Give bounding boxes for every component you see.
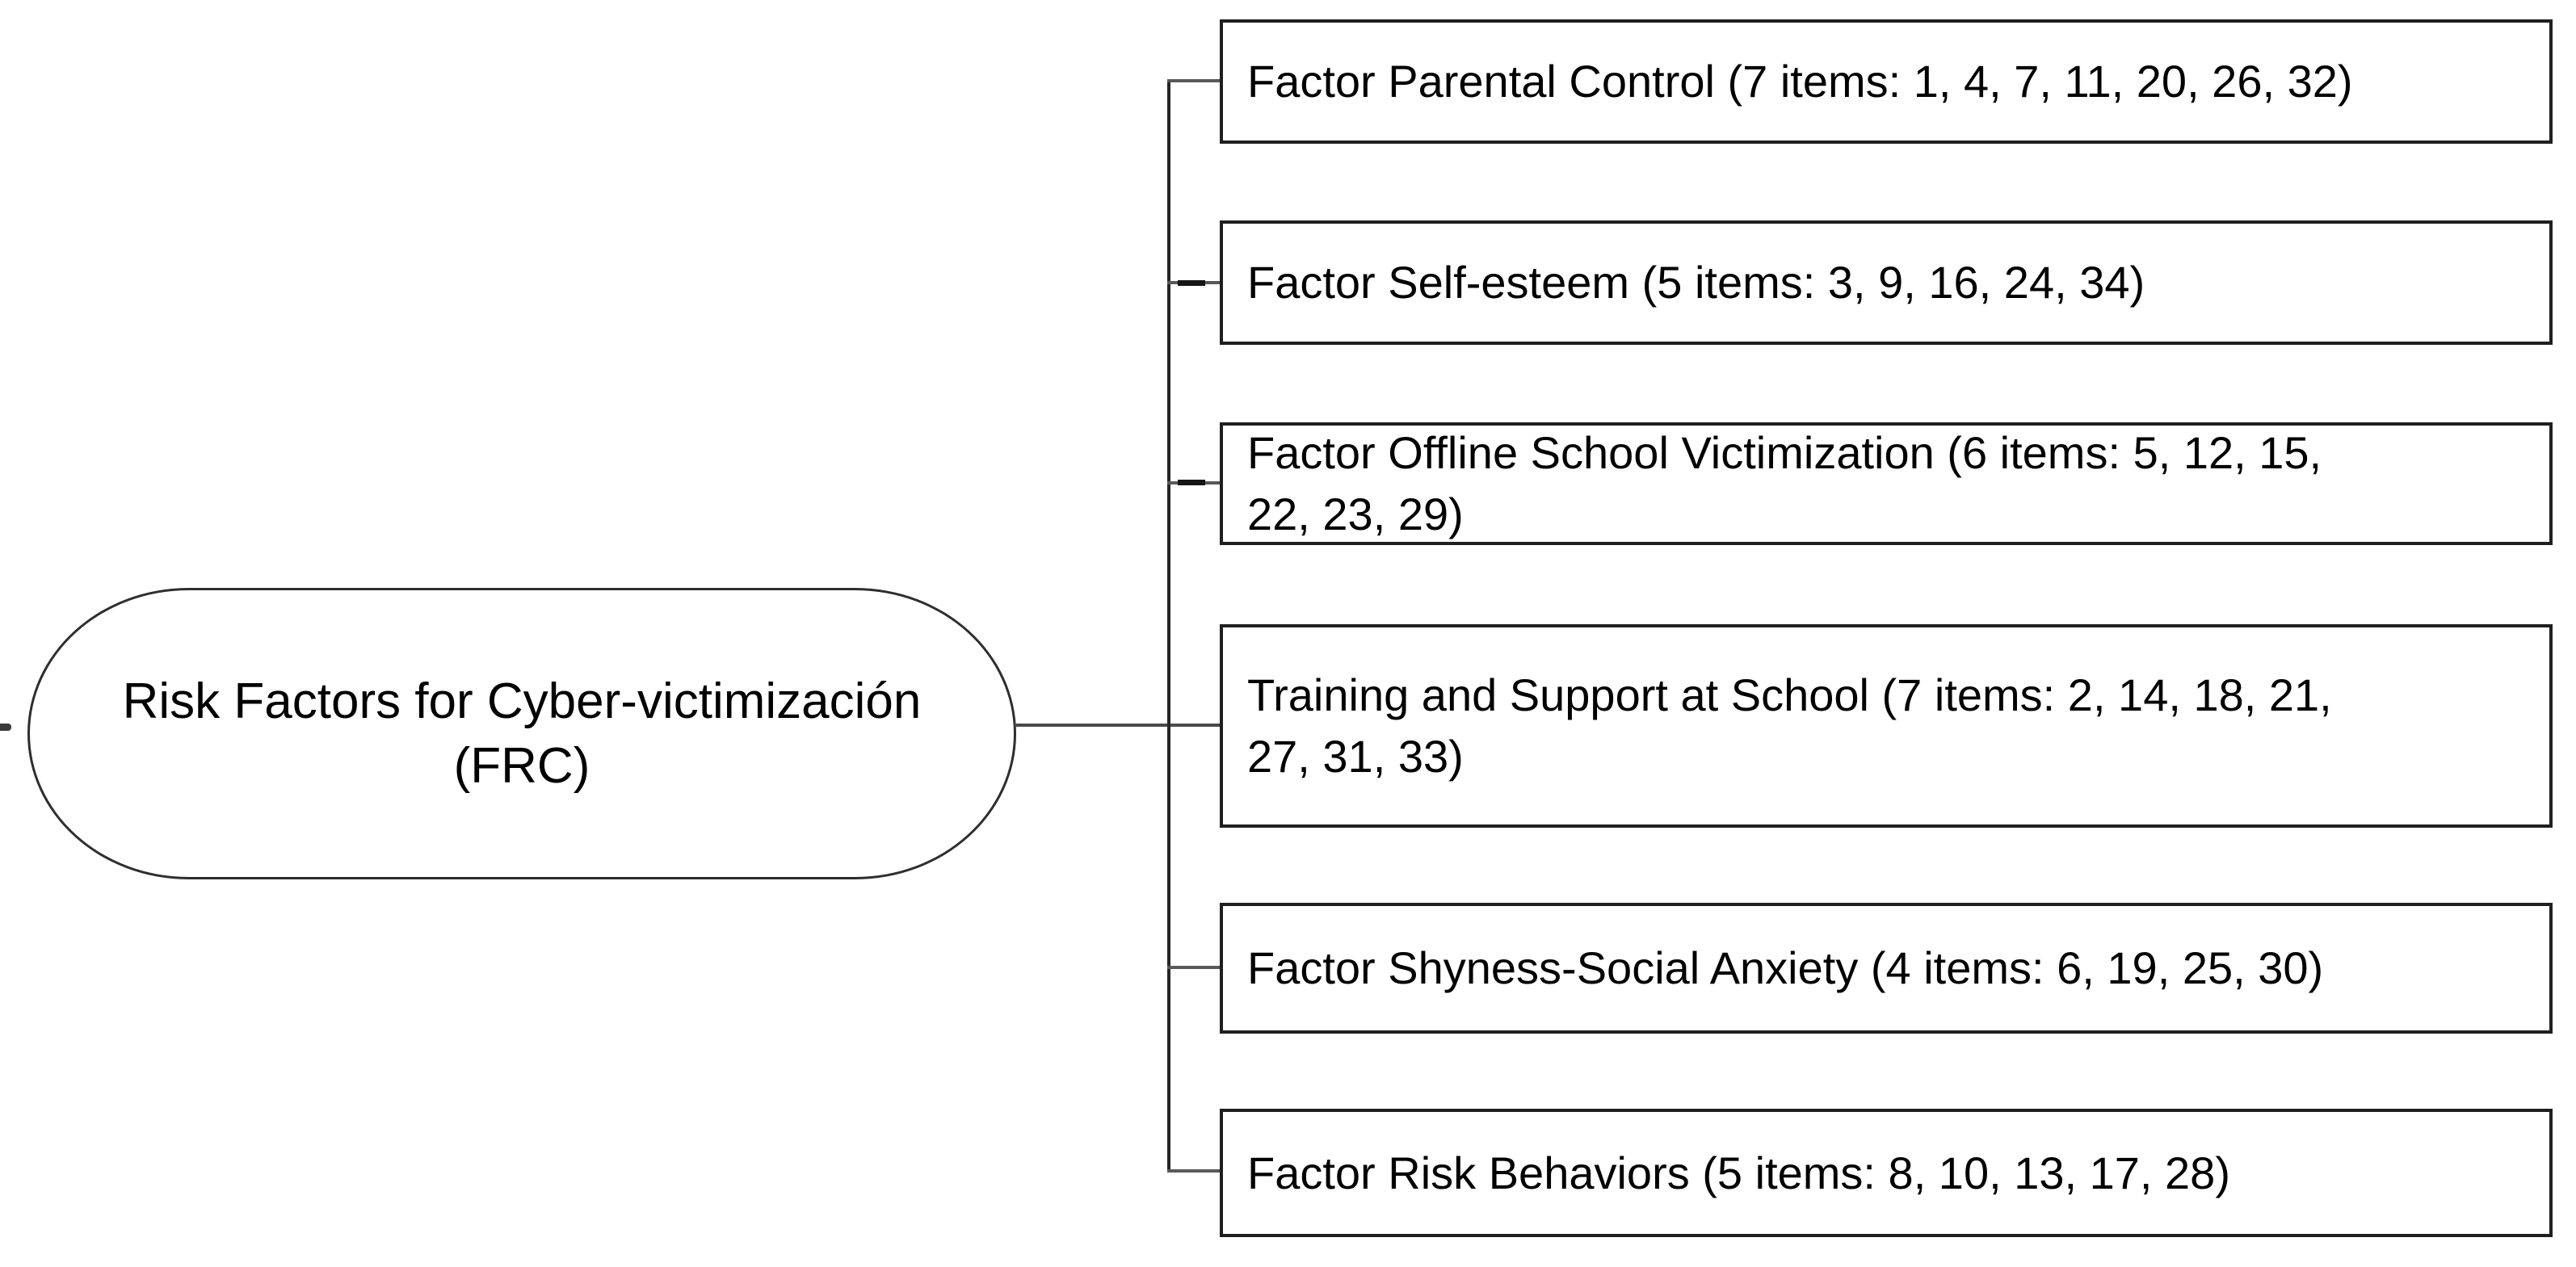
- root-node-label-line2: (FRC): [453, 737, 590, 794]
- factor-box-label-line2: 22, 23, 29): [1247, 489, 1464, 539]
- factor-box-label-line1: Factor Risk Behaviors (5 items: 8, 10, 1…: [1247, 1147, 2230, 1198]
- connector-main-line: [1015, 724, 1221, 727]
- root-node-label-line1: Risk Factors for Cyber-victimización: [122, 673, 922, 729]
- factor-box-label-line1: Factor Shyness-Social Anxiety (4 items: …: [1247, 942, 2324, 993]
- factor-box-offline-school-victimization: Factor Offline School Victimization (6 i…: [1220, 422, 2553, 545]
- factor-box-training-support-school: Training and Support at School (7 items:…: [1220, 624, 2553, 828]
- connector-dash-offline-school-victimization: [1178, 480, 1205, 485]
- connector-dash-self-esteem: [1178, 280, 1205, 286]
- factor-box-self-esteem: Factor Self-esteem (5 items: 3, 9, 16, 2…: [1220, 220, 2553, 345]
- connector-spine: [1167, 79, 1170, 1173]
- factor-box-label-line1: Factor Parental Control (7 items: 1, 4, …: [1247, 56, 2353, 107]
- factor-box-parental-control: Factor Parental Control (7 items: 1, 4, …: [1220, 19, 2553, 144]
- factor-box-label-line1: Training and Support at School (7 items:…: [1247, 669, 2332, 720]
- connector-stub-shyness-social-anxiety: [1167, 966, 1221, 969]
- connector-stub-parental-control: [1167, 79, 1221, 82]
- root-node-frc: Risk Factors for Cyber-victimización (FR…: [27, 588, 1016, 879]
- cropped-line-artifact: [0, 724, 11, 731]
- factor-box-label-line1: Factor Offline School Victimization (6 i…: [1247, 427, 2322, 478]
- factor-box-risk-behaviors: Factor Risk Behaviors (5 items: 8, 10, 1…: [1220, 1109, 2553, 1237]
- factor-box-label-line1: Factor Self-esteem (5 items: 3, 9, 16, 2…: [1247, 257, 2145, 308]
- factor-box-label-line2: 27, 31, 33): [1247, 731, 1464, 782]
- connector-stub-risk-behaviors: [1167, 1169, 1221, 1173]
- factor-box-shyness-social-anxiety: Factor Shyness-Social Anxiety (4 items: …: [1220, 903, 2553, 1034]
